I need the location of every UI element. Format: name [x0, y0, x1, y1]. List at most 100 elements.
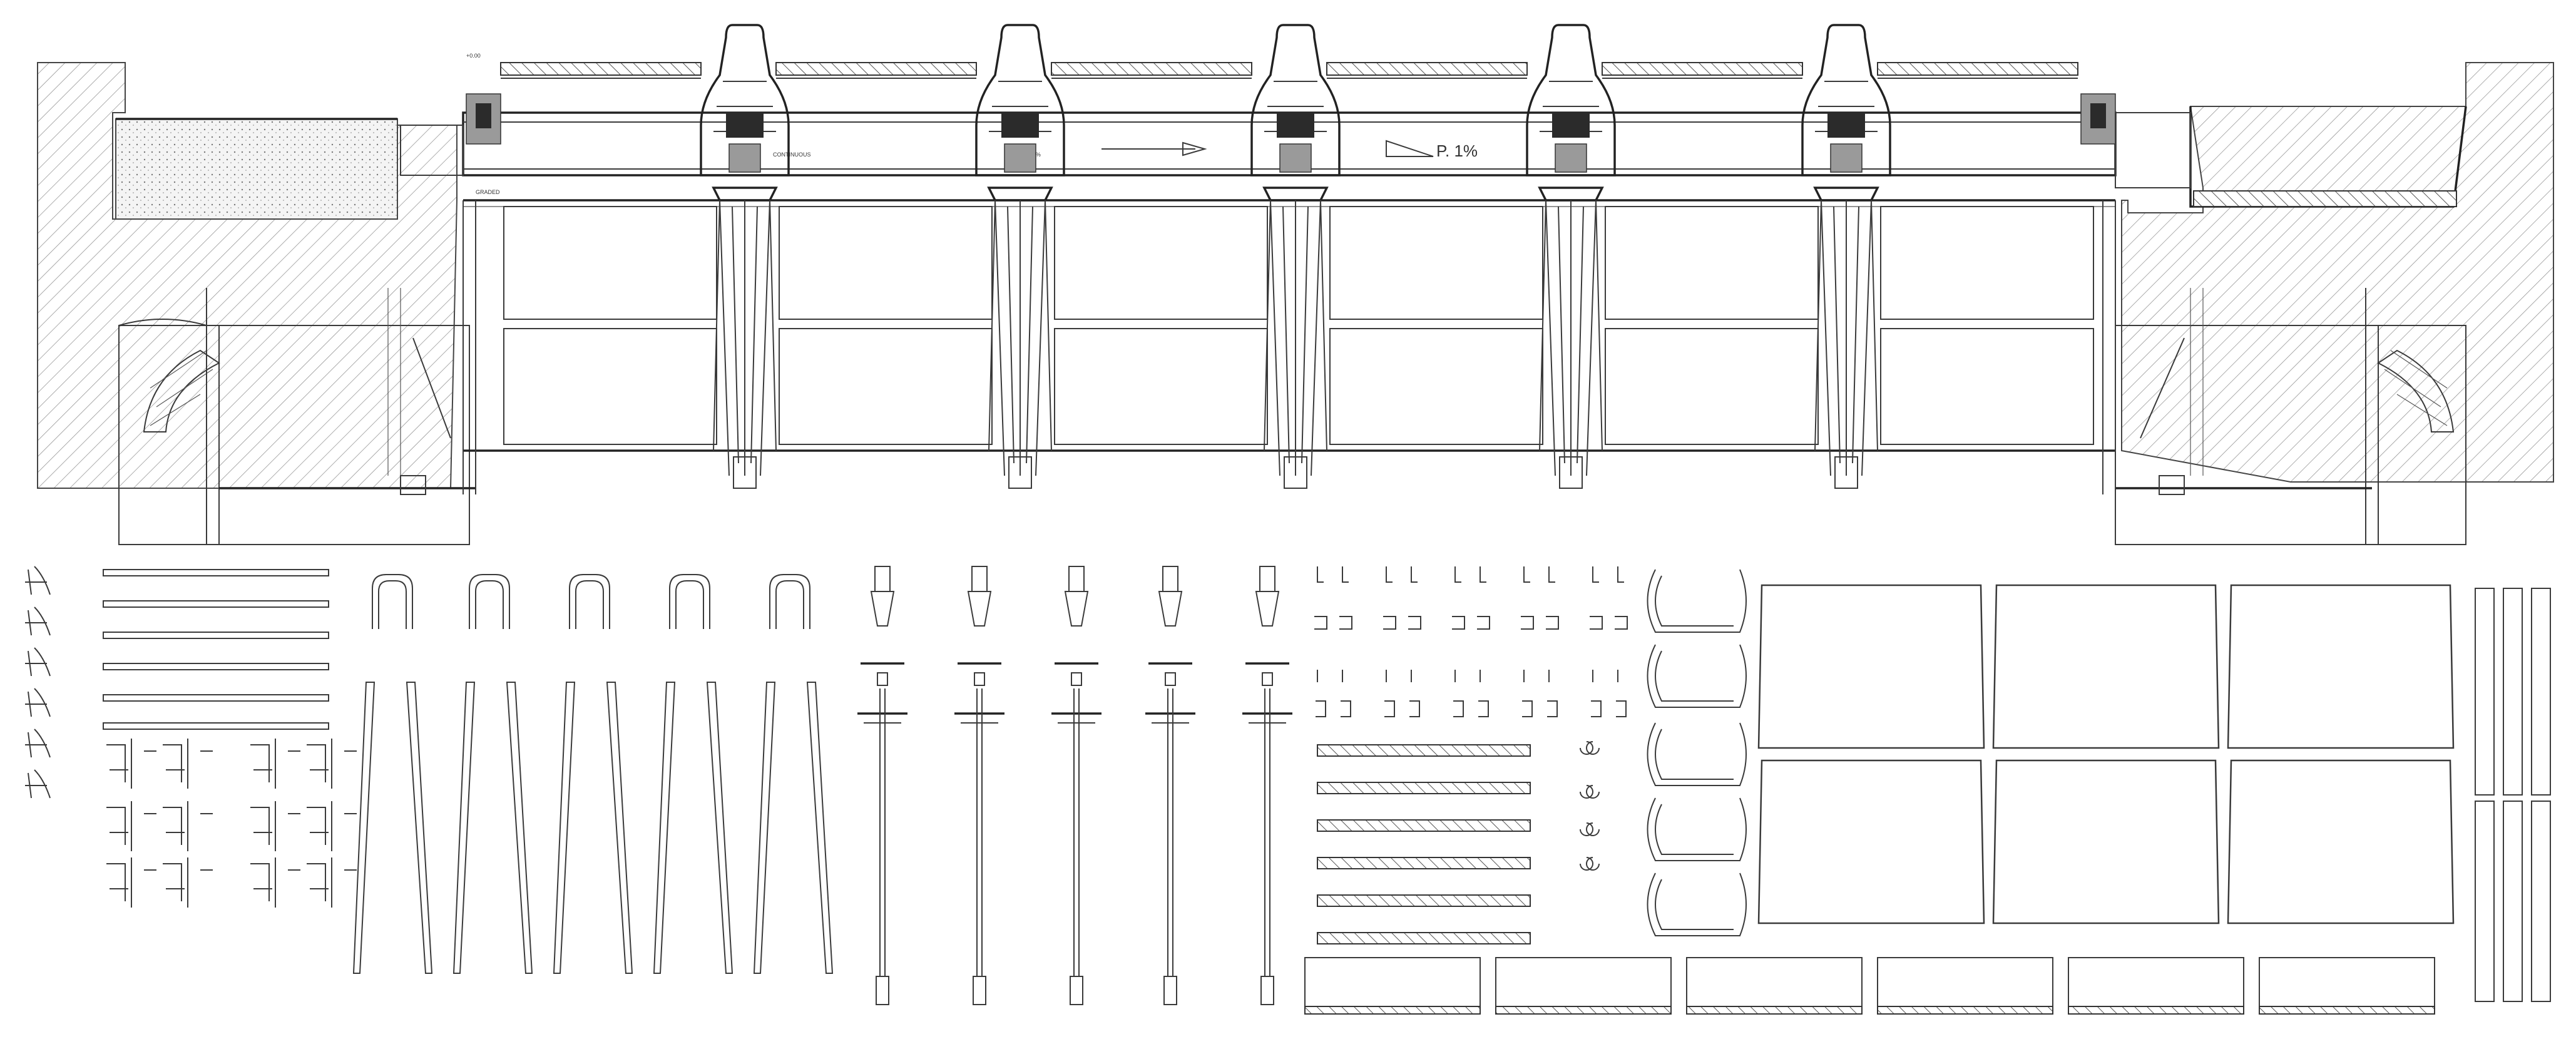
- u-clip: [769, 574, 810, 629]
- fin: [653, 682, 733, 974]
- base-tray: [1495, 957, 1672, 1015]
- base-tray: [1304, 957, 1481, 1015]
- fin: [553, 682, 633, 974]
- u-clips: [372, 574, 810, 629]
- u-clip: [669, 574, 710, 629]
- hanger-rod: [954, 566, 1004, 1005]
- profile-part: [25, 688, 51, 717]
- clip: [1580, 857, 1600, 871]
- large-panel: [1992, 759, 2220, 924]
- label-level: +0.00: [466, 53, 481, 59]
- label-continuous: CONTINUOUS: [773, 151, 811, 158]
- slope-label: P. 1%: [1436, 141, 1478, 160]
- spacer-bars: [103, 569, 329, 730]
- hatched-strip: [1317, 744, 1531, 757]
- hanger-rod: [1242, 566, 1292, 1005]
- spacer-bar: [103, 600, 329, 608]
- bracket-column: [1314, 566, 1352, 717]
- node-bracket: [307, 801, 357, 851]
- u-channel: [1647, 873, 1747, 936]
- hanger-rods: [857, 566, 1292, 1005]
- large-panel: [1992, 584, 2220, 749]
- tapered-fins: [352, 682, 834, 974]
- node-bracket: [307, 857, 357, 908]
- node-bracket: [250, 801, 300, 851]
- hatched-strip: [1317, 932, 1531, 944]
- bracket-column: [1383, 566, 1421, 717]
- hatched-strips: [1317, 744, 1531, 944]
- bay-panel: [1054, 206, 1268, 320]
- glazing-bays: [503, 206, 2094, 445]
- bay-panel: [1329, 206, 1543, 320]
- u-clip: [372, 574, 413, 629]
- bay-panel: [1054, 328, 1268, 445]
- base-tray: [2259, 957, 2435, 1015]
- clip: [1580, 822, 1600, 836]
- large-panels: [1757, 584, 2455, 924]
- end-support-left: [400, 93, 501, 176]
- spacer-bar: [103, 632, 329, 639]
- vertical-bar: [2503, 801, 2523, 1002]
- node-bracket: [106, 801, 156, 851]
- bracket-column: [1452, 566, 1490, 717]
- profile-part: [25, 647, 51, 677]
- u-channels: [1647, 569, 1747, 936]
- hatched-strip: [1317, 782, 1531, 794]
- u-clip: [569, 574, 610, 629]
- section-view: P. 1% +0.00 CONTINUOUS P. 1% GRADED: [37, 24, 2554, 545]
- large-panel: [1757, 759, 1985, 924]
- profile-part: [25, 769, 51, 799]
- small-profiles: [25, 566, 51, 799]
- bay-panel: [503, 206, 717, 320]
- mullion: [1801, 24, 1891, 489]
- hatched-strip: [1317, 857, 1531, 869]
- fin: [452, 682, 533, 974]
- fin: [352, 682, 433, 974]
- spacer-bar: [103, 663, 329, 670]
- u-channel: [1647, 644, 1747, 708]
- node-bracket: [163, 739, 213, 789]
- profile-part: [25, 729, 51, 758]
- mullion: [1526, 24, 1616, 489]
- u-channel: [1647, 569, 1747, 633]
- right-wall: [2115, 62, 2554, 545]
- large-panel: [2227, 759, 2455, 924]
- u-channel: [1647, 797, 1747, 861]
- vertical-bars: [2475, 588, 2551, 1002]
- label-graded: GRADED: [476, 189, 500, 195]
- hanger-rod: [857, 566, 907, 1005]
- large-panel: [2227, 584, 2455, 749]
- node-bracket: [106, 739, 156, 789]
- base-trays: [1304, 957, 2435, 1015]
- hatched-strip: [1317, 819, 1531, 832]
- bracket-column: [1590, 566, 1628, 717]
- node-bracket: [106, 857, 156, 908]
- u-channel: [1647, 722, 1747, 786]
- vertical-bar: [2503, 588, 2523, 796]
- hanger-rod: [1051, 566, 1101, 1005]
- vertical-bar: [2475, 801, 2495, 1002]
- bay-panel: [779, 328, 993, 445]
- mullion: [975, 24, 1065, 489]
- clips: [1580, 741, 1600, 871]
- base-tray: [1686, 957, 1863, 1015]
- node-bracket: [163, 801, 213, 851]
- bay-panel: [1605, 206, 1819, 320]
- hanger-rod: [1145, 566, 1195, 1005]
- profile-part: [25, 566, 51, 595]
- vertical-bar: [2475, 588, 2495, 796]
- end-support-right: [2080, 93, 2191, 188]
- hatched-strip: [1317, 894, 1531, 907]
- bay-panel: [1880, 206, 2094, 320]
- clip: [1580, 785, 1600, 799]
- large-panel: [1757, 584, 1985, 749]
- bay-panel: [503, 328, 717, 445]
- u-clip: [469, 574, 510, 629]
- base-tray: [2068, 957, 2244, 1015]
- mullion: [1250, 24, 1341, 489]
- bay-panel: [1329, 328, 1543, 445]
- bracket-column: [1521, 566, 1559, 717]
- left-wall: [37, 62, 476, 545]
- node-bracket: [163, 857, 213, 908]
